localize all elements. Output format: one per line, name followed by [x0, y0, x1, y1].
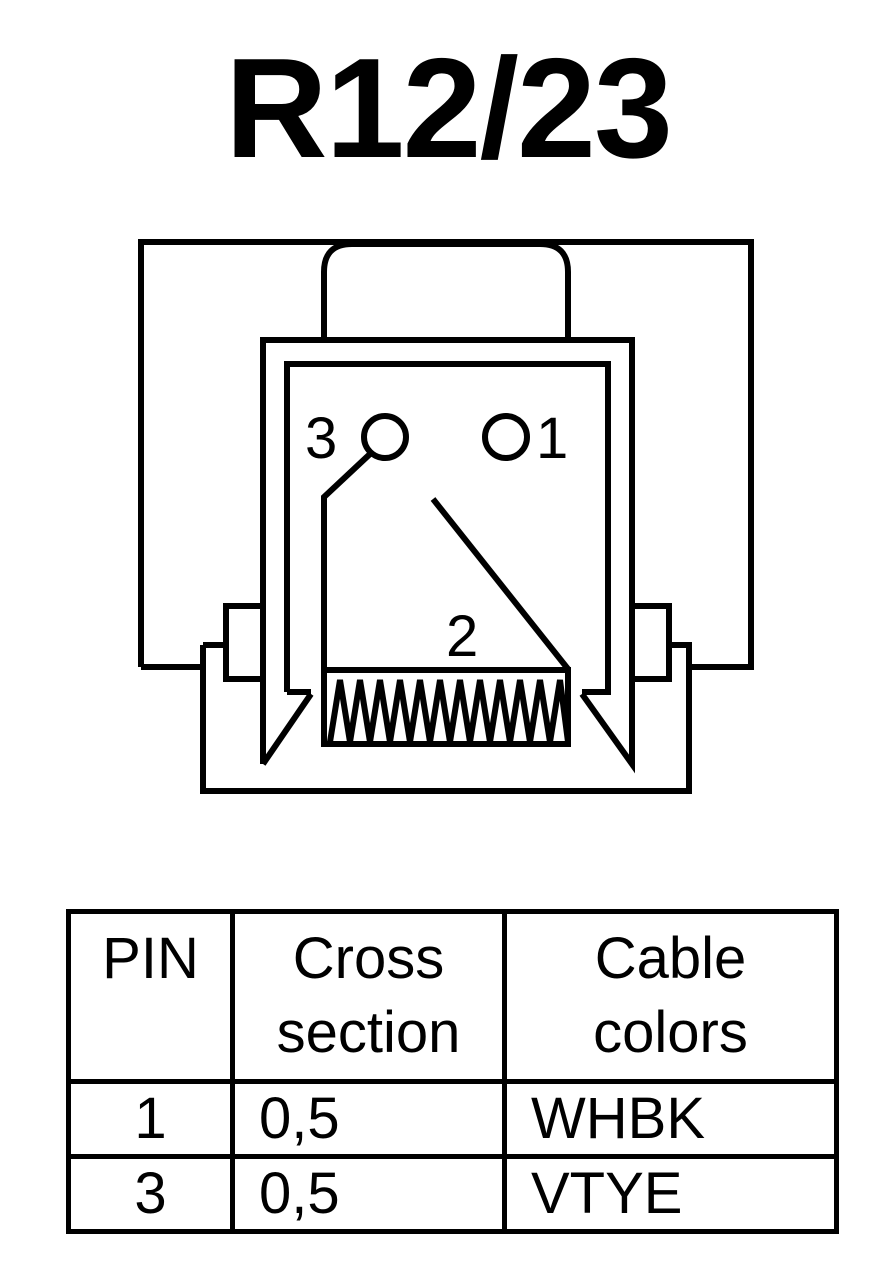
header-cross-section: Cross section [230, 909, 507, 1084]
header-cross-section-text: Cross section [276, 926, 461, 1065]
row-cable-color: WHBK [502, 1079, 839, 1159]
spring-block [321, 667, 571, 747]
table-row: 1 0,5 WHBK [66, 1079, 839, 1159]
left-ear [223, 603, 266, 682]
inner-frame [284, 361, 611, 695]
table-row: 3 0,5 VTYE [66, 1154, 839, 1234]
right-ear [629, 603, 672, 682]
diagram-title: R12/23 [225, 29, 673, 188]
pin-2-wire [430, 497, 571, 671]
pin-3-label: 3 [305, 406, 337, 471]
row-cross-section: 0,5 [230, 1079, 507, 1159]
pin-3-contact [361, 413, 409, 461]
outer-frame-left-tip [260, 692, 314, 766]
header-cable-colors-text: Cable colors [593, 926, 748, 1065]
top-tab [321, 241, 571, 338]
row-pin: 3 [66, 1154, 235, 1234]
pin-table-header-row: PIN Cross section Cable colors [66, 909, 839, 1084]
connector-diagram: 3 1 2 [138, 239, 754, 794]
pin-1-label: 1 [536, 406, 568, 471]
outer-housing [138, 239, 754, 670]
header-pin: PIN [66, 909, 235, 1084]
row-cable-color: VTYE [502, 1154, 839, 1234]
pin-3-wire [321, 451, 373, 670]
pin-table: PIN Cross section Cable colors 1 0,5 WHB… [66, 909, 839, 1234]
row-cross-section: 0,5 [230, 1154, 507, 1234]
base-bracket [200, 642, 692, 794]
pin-2-label: 2 [446, 604, 478, 669]
header-cable-colors: Cable colors [502, 909, 839, 1084]
outer-frame [260, 337, 635, 774]
row-pin: 1 [66, 1079, 235, 1159]
pin-1-contact [482, 413, 530, 461]
spring-coil [327, 679, 571, 743]
